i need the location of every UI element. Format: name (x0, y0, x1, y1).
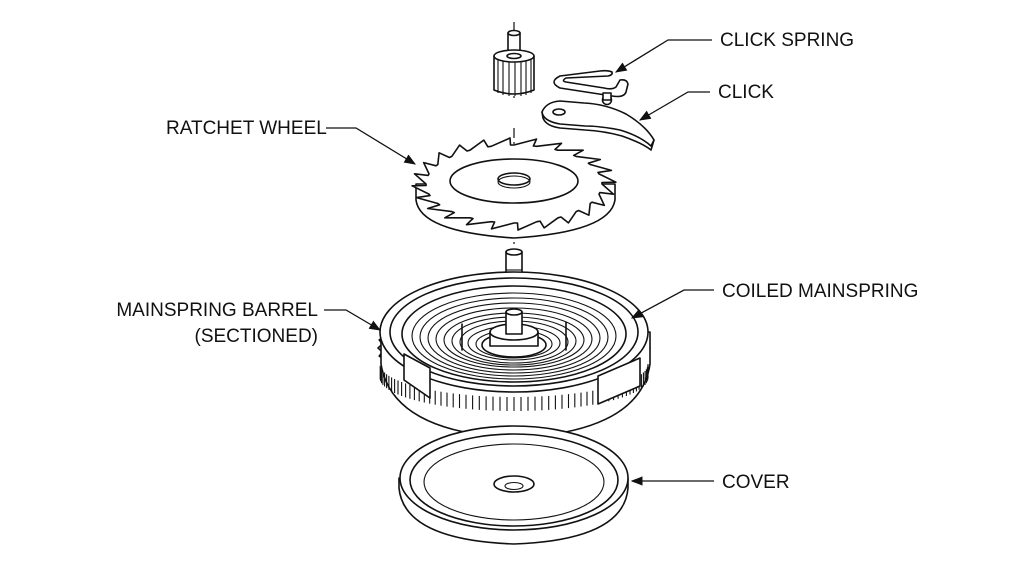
label-mainspring-barrel: MAINSPRING BARREL (SECTIONED) (116, 300, 382, 347)
label-coiled-mainspring-text: COILED MAINSPRING (722, 281, 918, 302)
label-click-spring-text: CLICK SPRING (720, 30, 854, 51)
label-coiled-mainspring: COILED MAINSPRING (630, 281, 918, 319)
leader-ratchet-wheel (326, 127, 416, 165)
ratchet-wheel-part (411, 137, 617, 239)
click-part (541, 92, 655, 151)
label-click-text: CLICK (718, 82, 774, 103)
leader-click-spring (615, 39, 712, 73)
label-cover-text: COVER (722, 472, 790, 493)
pinion-part (493, 29, 535, 96)
cover-part (398, 425, 629, 545)
mainspring-barrel-part (377, 271, 651, 439)
click-spring-part (553, 69, 629, 98)
label-cover: COVER (630, 472, 790, 493)
leader-mainspring-barrel (324, 309, 382, 331)
leader-coiled-mainspring (630, 289, 714, 319)
label-ratchet-wheel: RATCHET WHEEL (166, 118, 416, 165)
label-click: CLICK (638, 82, 774, 121)
leader-click (638, 91, 710, 121)
label-click-spring: CLICK SPRING (615, 30, 854, 73)
label-mainspring-barrel-line1: MAINSPRING BARREL (116, 300, 318, 321)
label-ratchet-wheel-text: RATCHET WHEEL (166, 118, 327, 139)
label-mainspring-barrel-line2: (SECTIONED) (195, 326, 319, 347)
